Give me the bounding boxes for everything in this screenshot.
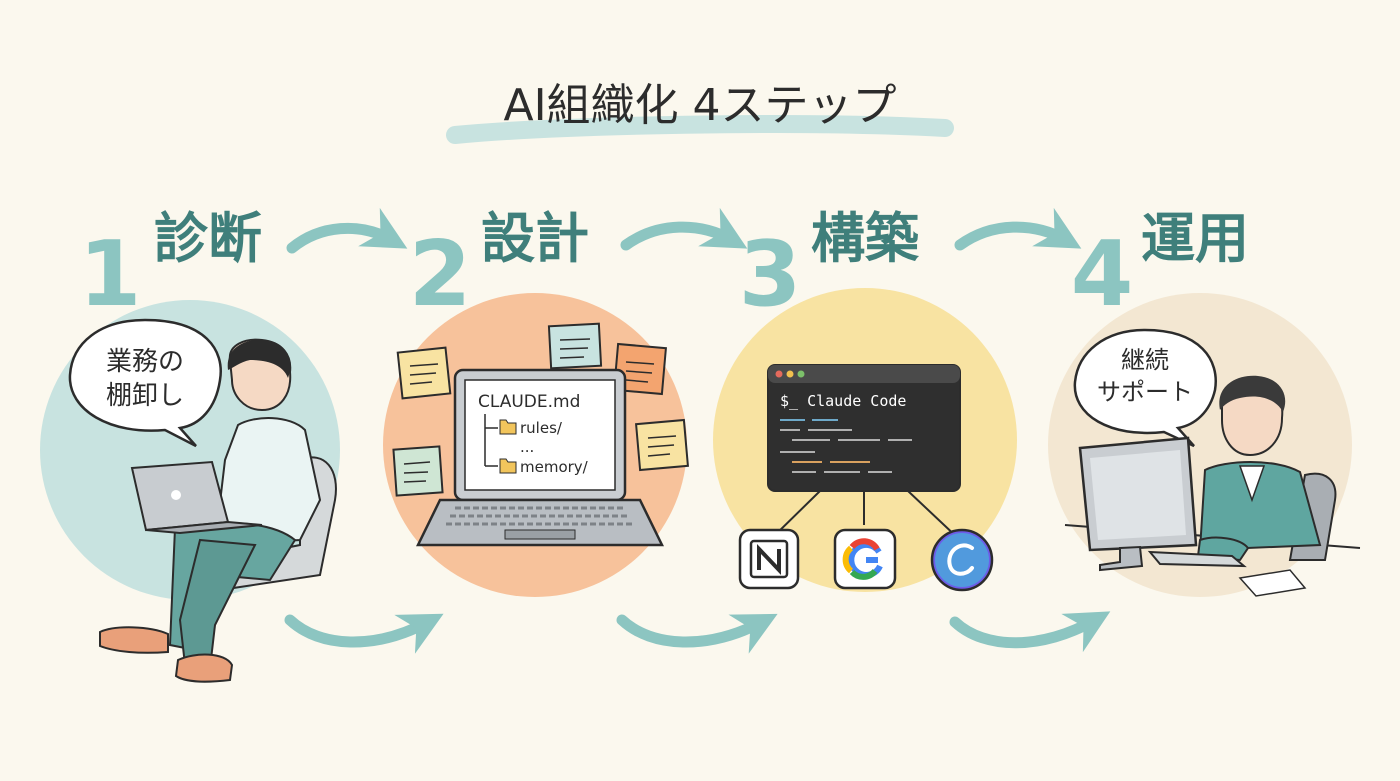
person1-figure bbox=[99, 338, 322, 683]
arrow-1-2-bottom bbox=[284, 613, 444, 654]
close-dot-icon bbox=[775, 370, 783, 378]
notion-logo bbox=[738, 528, 800, 590]
step1-speech-bubble: 業務の 棚卸し bbox=[68, 318, 222, 448]
arrow-2-3-bottom bbox=[616, 613, 778, 654]
step1-bubble-line2: 棚卸し bbox=[106, 381, 184, 411]
arrow-3-4-bottom bbox=[949, 611, 1111, 653]
sticky-note-green bbox=[392, 445, 444, 497]
step1-illustration: 業務の 棚卸し bbox=[68, 318, 337, 683]
step1-number: 1 bbox=[79, 222, 142, 327]
step3-illustration: $_ Claude Code bbox=[738, 364, 994, 592]
page-title: AI組織化 4ステップ bbox=[503, 80, 896, 131]
sticky-note-teal bbox=[547, 322, 603, 370]
step4-number: 4 bbox=[1071, 222, 1134, 327]
person4-figure bbox=[1196, 375, 1322, 562]
paper-icon bbox=[1238, 569, 1307, 597]
google-logo bbox=[833, 528, 897, 590]
step4-speech-bubble: 継続 サポート bbox=[1073, 328, 1217, 448]
canva-logo bbox=[930, 528, 994, 592]
sticky-note-orange bbox=[613, 342, 667, 396]
step4-bubble-line2: サポート bbox=[1097, 378, 1193, 406]
step1-bubble-line1: 業務の bbox=[106, 347, 184, 377]
folder-icon bbox=[499, 458, 517, 474]
step2-label: 設計 bbox=[481, 207, 589, 270]
step4-label: 運用 bbox=[1141, 207, 1249, 270]
tree-item-rules: rules/ bbox=[520, 419, 563, 437]
laptop-icon bbox=[130, 460, 263, 535]
sticky-note-yellow-2 bbox=[635, 418, 689, 472]
minimize-dot-icon bbox=[786, 370, 794, 378]
step2-number: 2 bbox=[409, 222, 472, 327]
file-title: CLAUDE.md bbox=[478, 392, 580, 412]
arrow-2-3-top bbox=[620, 207, 748, 251]
terminal-title: $_ Claude Code bbox=[780, 392, 906, 410]
folder-icon bbox=[499, 419, 517, 435]
step1-label: 診断 bbox=[154, 207, 262, 270]
step3-number: 3 bbox=[739, 222, 802, 327]
arrow-3-4-top bbox=[954, 207, 1082, 251]
maximize-dot-icon bbox=[797, 370, 805, 378]
laptop-keyboard bbox=[415, 498, 665, 547]
tree-item-memory: memory/ bbox=[520, 458, 589, 476]
step4-illustration: 継続 サポート bbox=[1064, 328, 1361, 597]
title-underline bbox=[446, 115, 954, 144]
terminal-window: $_ Claude Code bbox=[767, 364, 961, 492]
keyboard-icon bbox=[1147, 550, 1247, 568]
tree-item-ellipsis: ... bbox=[520, 438, 534, 456]
laptop-screen: CLAUDE.md rules/ ... memory/ bbox=[453, 368, 627, 502]
step2-illustration: CLAUDE.md rules/ ... memory/ bbox=[392, 322, 689, 547]
monitor-icon bbox=[1078, 436, 1198, 572]
sticky-note-yellow-1 bbox=[396, 346, 452, 400]
arrow-1-2-top bbox=[286, 207, 408, 254]
step4-bubble-line1: 継続 bbox=[1121, 346, 1169, 374]
step3-label: 構築 bbox=[811, 207, 920, 270]
